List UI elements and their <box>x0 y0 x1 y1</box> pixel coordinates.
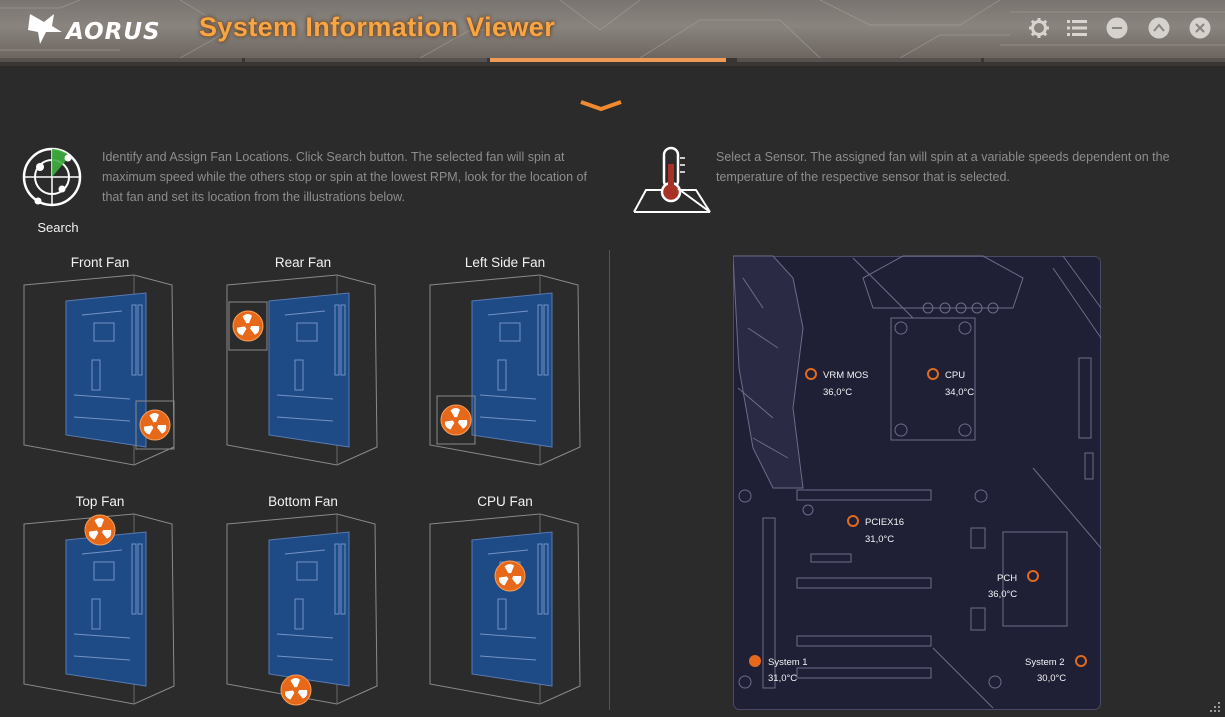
tab-segment[interactable] <box>984 58 1225 62</box>
sensor-description: Select a Sensor. The assigned fan will s… <box>716 150 1170 184</box>
fan-label: CPU Fan <box>477 494 533 509</box>
sensor-name[interactable]: System 1 <box>768 657 808 668</box>
fan-location-option[interactable] <box>0 0 600 717</box>
sensor-name[interactable]: CPU <box>945 370 966 381</box>
minimize-button[interactable] <box>1106 17 1128 39</box>
sensor-selector[interactable] <box>749 655 761 667</box>
sensor-selector[interactable] <box>805 368 817 380</box>
tab-segment-active[interactable] <box>490 58 726 62</box>
sensor-name[interactable]: PCIEX16 <box>865 517 905 528</box>
gear-icon <box>1029 18 1049 38</box>
sensor-temperature: 30,0°C <box>1037 673 1067 684</box>
motherboard-illustration <box>732 255 1102 710</box>
sensor-name[interactable]: PCH <box>997 573 1018 584</box>
maximize-button[interactable] <box>1148 17 1170 39</box>
sensor-temperature: 36,0°C <box>988 589 1018 600</box>
search-description: Identify and Assign Fan Locations. Click… <box>102 150 587 204</box>
sensor-temperature: 31,0°C <box>768 673 798 684</box>
close-icon <box>1189 17 1211 39</box>
sensor-selector[interactable] <box>927 368 939 380</box>
menu-button[interactable] <box>1066 17 1088 39</box>
thermometer-icon <box>633 146 711 213</box>
sensor-selector[interactable] <box>1027 570 1039 582</box>
fan-label: Front Fan <box>70 255 130 270</box>
fan-label: Top Fan <box>75 494 125 509</box>
search-button[interactable] <box>22 139 84 215</box>
search-label[interactable]: Search <box>37 220 79 235</box>
fan-label: Rear Fan <box>274 255 332 270</box>
tab-segment[interactable] <box>245 58 487 62</box>
title-bar[interactable]: AORUS System Information Viewer <box>0 0 1225 58</box>
fan-location-option[interactable] <box>0 0 600 717</box>
tab-segment[interactable] <box>0 58 242 62</box>
sensor-temperature: 34,0°C <box>945 387 975 398</box>
maximize-icon <box>1148 17 1170 39</box>
chevron-down-icon[interactable] <box>580 100 622 112</box>
fan-location-option[interactable] <box>0 0 600 717</box>
resize-grip-icon[interactable] <box>1208 700 1222 714</box>
tab-segment[interactable] <box>737 58 981 62</box>
motherboard-diagram: VRM MOS 36,0°C CPU 34,0°C PCIEX16 31,0°C PCH 36… <box>732 248 1102 711</box>
fan-label: Left Side Fan <box>464 255 546 270</box>
close-button[interactable] <box>1189 17 1211 39</box>
sensor-selector[interactable] <box>1075 655 1087 667</box>
title-bar-decoration <box>0 0 1225 58</box>
fan-location-option[interactable] <box>0 0 600 717</box>
fan-location-option[interactable] <box>0 0 600 717</box>
sensor-name[interactable]: VRM MOS <box>823 370 869 381</box>
aorus-logo: AORUS <box>28 14 161 45</box>
fan-label: Bottom Fan <box>268 494 338 509</box>
fan-location-option[interactable] <box>0 0 600 717</box>
sensor-name[interactable]: System 2 <box>1025 657 1065 668</box>
app-title: System Information Viewer <box>199 12 556 42</box>
radar-icon <box>22 147 82 207</box>
tab-strip <box>0 58 1225 66</box>
sensor-selector[interactable] <box>847 515 859 527</box>
section-divider <box>609 250 610 710</box>
sensor-temperature: 31,0°C <box>865 534 895 545</box>
sensor-temperature: 36,0°C <box>823 387 853 398</box>
settings-button[interactable] <box>1028 17 1050 39</box>
minimize-icon <box>1106 17 1128 39</box>
list-icon <box>1067 20 1087 36</box>
svg-text:AORUS: AORUS <box>64 19 161 45</box>
